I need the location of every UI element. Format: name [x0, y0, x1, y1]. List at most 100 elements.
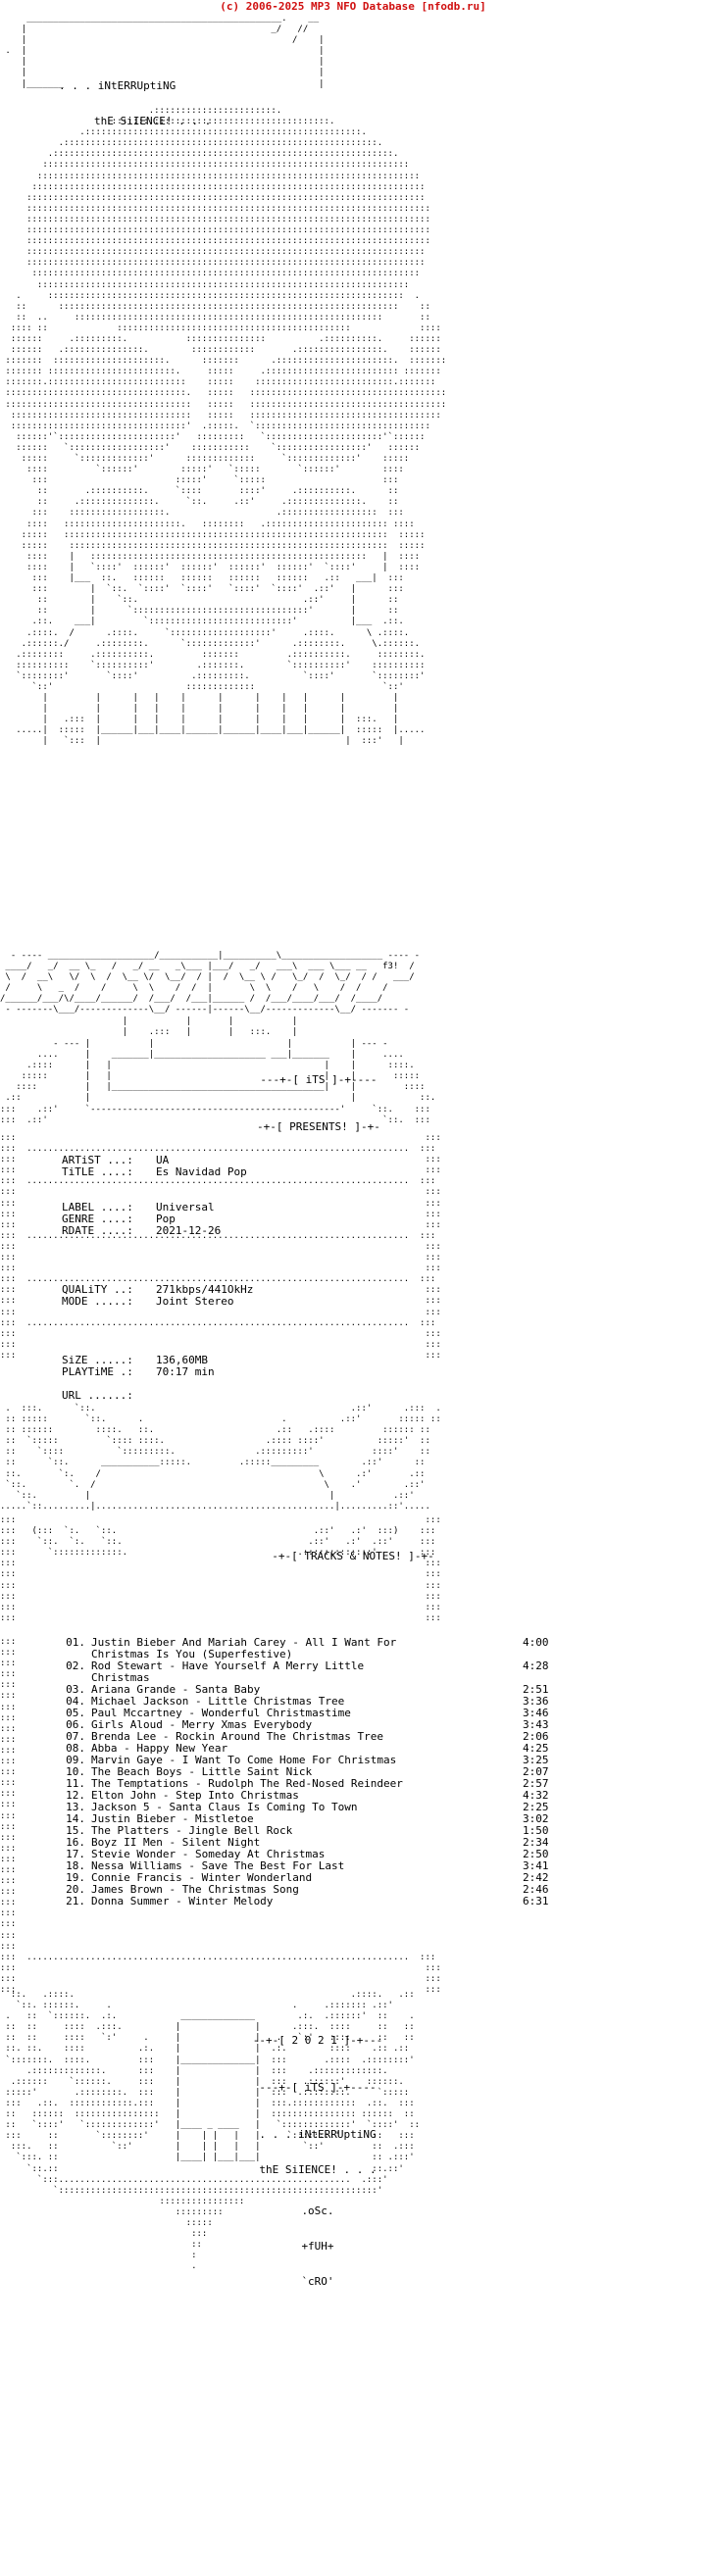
footer-its: ---+-[ iTS ]-+---- [259, 2081, 377, 2094]
presents-its: ---+-[ iTS ]-+---- [260, 1073, 378, 1086]
mode-label: MODE .....: [62, 1295, 133, 1308]
track-title: The Temptations - Rudolph The Red-Nosed … [91, 1778, 403, 1790]
track-list: 01. Justin Bieber And Mariah Carey - All … [0, 1637, 706, 1907]
track-length: 3:36 [523, 1695, 549, 1708]
track-length: 2:07 [523, 1765, 549, 1778]
track-number: 09. [66, 1754, 85, 1766]
track-number: 01. [66, 1636, 85, 1649]
rdate-label: RDATE ....: [62, 1224, 133, 1237]
track-title: Boyz II Men - Silent Night [91, 1837, 261, 1849]
size-value: 136,60MB [156, 1354, 208, 1366]
track-number: 03. [66, 1683, 85, 1696]
ascii-footer-art: ::. .::::. .::::. .:: `::. ::::::. . . .… [5, 1990, 421, 2272]
track-title: Justin Bieber And Mariah Carey - All I W… [91, 1637, 397, 1649]
track-length: 2:42 [523, 1871, 549, 1884]
track-length: 4:00 [523, 1636, 549, 1649]
track-length: 2:46 [523, 1883, 549, 1896]
track-length: 3:41 [523, 1859, 549, 1872]
signature-3: `cRO' [301, 2275, 334, 2288]
presents-text: -+-[ PRESENTS! ]-+- [257, 1120, 380, 1133]
label-value: Universal [156, 1201, 215, 1214]
track-row: 02.Rod Stewart - Have Yourself A Merry L… [0, 1660, 706, 1672]
track-row: 05. Paul Mccartney - Wonderful Christmast… [0, 1708, 706, 1719]
track-row: 18. Nessa Williams - Save The Best For La… [0, 1860, 706, 1872]
artist-label: ARTiST ...: [62, 1154, 133, 1166]
footer-box: --+-[ 2 0 2 1 ]-+--- ---+-[ iTS ]-+---- … [239, 2011, 396, 2300]
track-number: 11. [66, 1777, 85, 1790]
mode-value: Joint Stereo [156, 1295, 234, 1308]
ascii-info-frame: ::: ::: ::: ............................… [0, 1133, 441, 1361]
track-title-continued: Christmas Is You (Superfestive) [91, 1648, 293, 1660]
track-row: 06. Girls Aloud - Merry Xmas Everybody 3:4… [0, 1719, 706, 1731]
signature-2: +fUH+ [301, 2240, 334, 2253]
track-length: 4:32 [523, 1789, 549, 1802]
label-label: LABEL ....: [62, 1201, 133, 1214]
genre-label: GENRE ....: [62, 1213, 133, 1225]
nfo-document: ________________________________________… [0, 12, 706, 2570]
track-title: Elton John - Step Into Christmas [91, 1790, 299, 1802]
track-row: 13.Jackson 5 - Santa Claus Is Coming To … [0, 1802, 706, 1813]
track-title: The Beach Boys - Little Saint Nick [91, 1766, 313, 1778]
track-title: The Platters - Jingle Bell Rock [91, 1825, 293, 1837]
ascii-banner: - ---- ____________________/___________|… [0, 951, 421, 1037]
track-length: 6:31 [523, 1895, 549, 1907]
track-number: 18. [66, 1859, 85, 1872]
track-number: 06. [66, 1718, 85, 1731]
quality-label: QUALiTY ..: [62, 1283, 133, 1296]
copyright-header: (c) 2006-2025 MP3 NFO Database [nfodb.ru… [220, 0, 486, 13]
track-number: 14. [66, 1812, 85, 1825]
ascii-tracklist-frame: ::: ::: ::: ::: ::: ::: ::: ::: ::: ::: … [0, 1637, 441, 1995]
ascii-top-frame: ________________________________________… [5, 14, 325, 89]
track-length: 2:34 [523, 1836, 549, 1849]
track-length: 3:25 [523, 1754, 549, 1766]
playtime-value: 70:17 min [156, 1365, 215, 1378]
intro-text: . . . iNtERRUptiNG thE SiIENCE! . . . [59, 57, 211, 139]
playtime-label: PLAYTiME .: [62, 1365, 133, 1378]
track-number: 17. [66, 1848, 85, 1860]
track-title: Girls Aloud - Merry Xmas Everybody [91, 1719, 313, 1731]
track-title: Marvin Gaye - I Want To Come Home For Ch… [91, 1755, 397, 1766]
ascii-divider-art: . :::. `::. .::' .::: . :: ::::: `::. . … [0, 1404, 441, 1511]
track-title-continued: Christmas [91, 1671, 150, 1684]
presents-box: ---+-[ iTS ]-+---- -+-[ PRESENTS! ]-+- [257, 1051, 380, 1145]
track-number: 05. [66, 1707, 85, 1719]
tracks-header: -+-[ TRACKS & NOTES! ]-+- [0, 1527, 706, 1574]
track-number: 19. [66, 1871, 85, 1884]
ascii-presents-frame: - --- | | | | --- - .... | _______|_____… [0, 1039, 436, 1125]
art-tag: f3! [382, 962, 399, 972]
track-title: Nessa Williams - Save The Best For Last [91, 1860, 345, 1872]
quality-value: 271kbps/441OkHz [156, 1283, 254, 1296]
signature-1: .oSc. [301, 2204, 334, 2217]
track-length: 2:51 [523, 1683, 549, 1696]
track-length: 4:28 [523, 1660, 549, 1672]
title-value: Es Navidad Pop [156, 1165, 247, 1178]
track-title: Ariana Grande - Santa Baby [91, 1684, 261, 1696]
track-length: 2:25 [523, 1801, 549, 1813]
track-title: Brenda Lee - Rockin Around The Christmas… [91, 1731, 384, 1743]
track-number: 08. [66, 1742, 85, 1755]
ascii-tracks-frame: ::: ::: ::: (::: `:. `::. .::' .:' :::) … [0, 1515, 441, 1623]
track-title: Paul Mccartney - Wonderful Christmastime [91, 1708, 351, 1719]
track-title: James Brown - The Christmas Song [91, 1884, 299, 1896]
track-number: 12. [66, 1789, 85, 1802]
footer-year: --+-[ 2 0 2 1 ]-+--- [252, 2034, 383, 2047]
size-label: SiZE .....: [62, 1354, 133, 1366]
track-length: 1:50 [523, 1824, 549, 1837]
track-length: 3:02 [523, 1812, 549, 1825]
track-length: 3:46 [523, 1707, 549, 1719]
track-length: 3:43 [523, 1718, 549, 1731]
footer-line-2: thE SiIENCE! . . . [259, 2163, 377, 2176]
ascii-skull-art: .:::::::::::::::::::::::. .:::::::::::::… [5, 106, 447, 747]
track-length: 2:50 [523, 1848, 549, 1860]
tracks-header-text: -+-[ TRACKS & NOTES! ]-+- [272, 1550, 434, 1562]
track-length: 2:06 [523, 1730, 549, 1743]
track-title: Donna Summer - Winter Melody [91, 1896, 274, 1907]
track-row: 01. Justin Bieber And Mariah Carey - All … [0, 1637, 706, 1649]
